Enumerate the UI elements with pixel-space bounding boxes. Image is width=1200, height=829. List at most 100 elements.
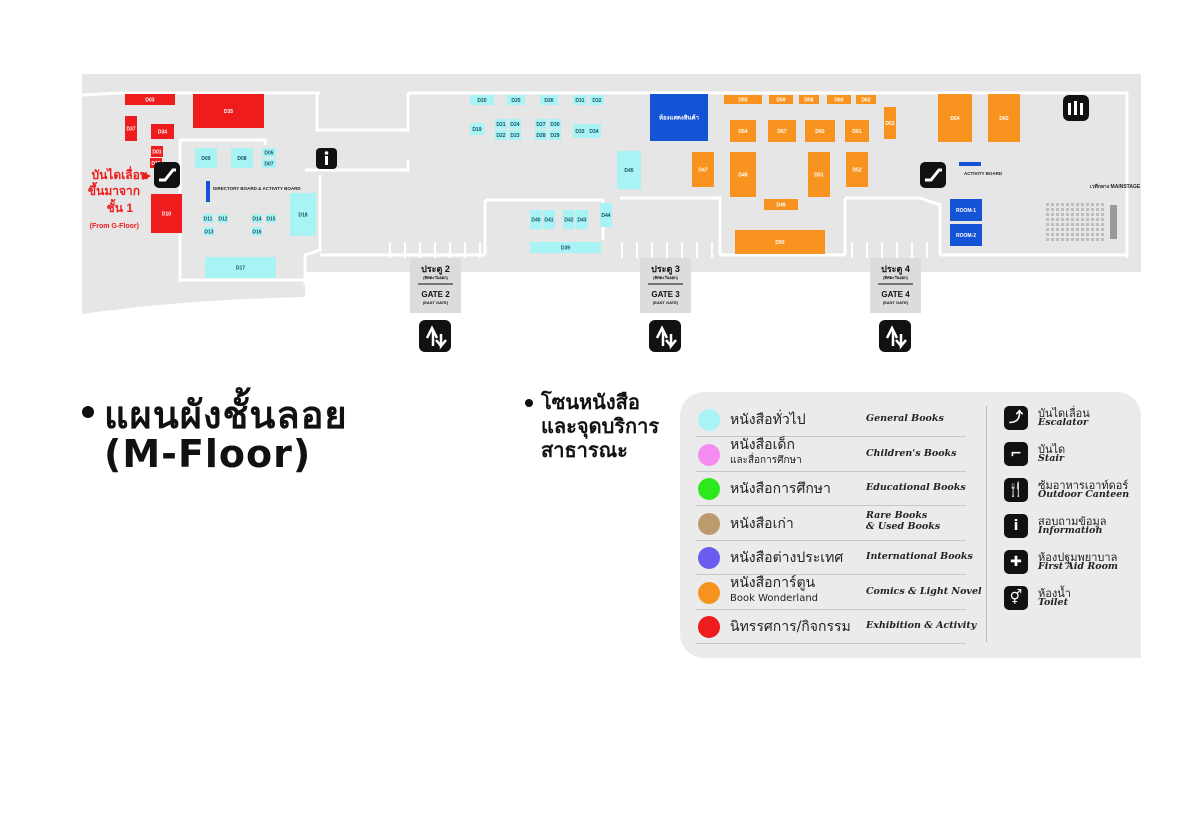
booth-d42[interactable]: D42 [563, 210, 575, 229]
booth-room-2[interactable]: ROOM-2 [950, 224, 982, 246]
booth-shape [193, 94, 264, 128]
activity-board-label: ACTIVITY BOARD [964, 171, 1003, 176]
legend-thai: หนังสือเด็กและสื่อการศึกษา [730, 436, 802, 466]
booth-d10[interactable]: D10 [151, 194, 182, 233]
legend-thai: หนังสือทั่วไป [730, 412, 806, 428]
booth-d01[interactable]: D01 [151, 146, 163, 157]
booth-d18[interactable]: D18 [290, 193, 316, 236]
booth-d37[interactable]: D37 [125, 116, 137, 141]
booth-shape [535, 130, 547, 140]
seat [1061, 233, 1064, 236]
booth-d15[interactable]: D15 [266, 214, 276, 223]
service-english: Stair [1038, 453, 1065, 464]
booth-d55[interactable]: D55 [724, 95, 762, 104]
escalator-icon[interactable] [920, 162, 946, 188]
booth-d60[interactable]: D60 [827, 95, 851, 104]
booth-d40[interactable]: D40 [530, 210, 542, 229]
booth-d48[interactable]: D48 [730, 152, 756, 197]
booth-label: D50 [775, 240, 784, 246]
booth-d30[interactable]: D30 [549, 119, 561, 129]
booth-d43[interactable]: D43 [576, 210, 588, 229]
booth-ห้องแสดงสินค้า[interactable]: ห้องแสดงสินค้า [650, 94, 708, 141]
escalator-note-line4: (From G-Floor) [90, 223, 139, 230]
booth-d64[interactable]: D64 [938, 94, 972, 142]
seat [1086, 238, 1089, 241]
booth-d12[interactable]: D12 [218, 214, 228, 223]
booth-d19[interactable]: D19 [470, 123, 484, 135]
seat [1081, 233, 1084, 236]
booth-d03[interactable]: D03 [125, 94, 175, 105]
seat [1071, 208, 1074, 211]
booth-d54[interactable]: D54 [730, 120, 756, 142]
booth-d62[interactable]: D62 [856, 95, 876, 104]
escalator-icon[interactable] [154, 162, 180, 188]
booth-d52[interactable]: D52 [846, 152, 868, 187]
booth-d16[interactable]: D16 [252, 227, 262, 236]
booth-d23[interactable]: D23 [509, 130, 521, 140]
booth-d45[interactable]: D45 [617, 151, 641, 189]
booth-d65[interactable]: D65 [988, 94, 1020, 142]
booth-room-1[interactable]: ROOM-1 [950, 199, 982, 221]
booth-d08[interactable]: D08 [231, 148, 253, 168]
information-icon[interactable] [316, 148, 337, 169]
booth-d22[interactable]: D22 [495, 130, 507, 140]
legend-thai: หนังสือต่างประเทศ [730, 550, 844, 566]
stair-icon[interactable] [879, 320, 911, 352]
service-english: Toilet [1038, 597, 1068, 608]
booth-d21[interactable]: D21 [495, 119, 507, 129]
booth-d49[interactable]: D49 [764, 199, 798, 210]
booth-shape [252, 227, 262, 236]
booth-d28[interactable]: D28 [535, 130, 547, 140]
booth-d11[interactable]: D11 [203, 214, 213, 223]
mainstage-label: เวทีกลาง MAINSTAGE [1090, 183, 1141, 190]
booth-d13[interactable]: D13 [204, 227, 214, 236]
booth-d59[interactable]: D59 [769, 95, 793, 104]
booth-d61[interactable]: D61 [845, 120, 869, 142]
seat [1076, 208, 1079, 211]
booth-d05[interactable]: D05 [262, 148, 276, 157]
booth-d27[interactable]: D27 [535, 119, 547, 129]
service-thai: บันไดเลื่อน [1038, 407, 1090, 420]
booth-d35[interactable]: D35 [193, 94, 264, 128]
gate-2[interactable]: ประตู 2(ทิศตะวันออก)GATE 2(EAST GATE) [410, 258, 461, 313]
booth-d39[interactable]: D39 [530, 242, 601, 253]
booth-d51[interactable]: D51 [808, 152, 830, 197]
booth-d14[interactable]: D14 [252, 214, 262, 223]
booth-d47[interactable]: D47 [692, 152, 714, 187]
stair-icon[interactable] [419, 320, 451, 352]
seat [1081, 228, 1084, 231]
booth-d34[interactable]: D34 [151, 124, 174, 139]
booth-d50[interactable]: D50 [735, 230, 825, 254]
booth-d25[interactable]: D25 [507, 95, 525, 105]
booth-d20[interactable]: D20 [470, 95, 494, 105]
seat [1046, 203, 1049, 206]
booth-d33[interactable]: D33 [573, 124, 587, 138]
booth-shape [195, 148, 217, 168]
booth-d17[interactable]: D17 [205, 257, 276, 278]
booth-d31[interactable]: D31 [573, 95, 587, 105]
gate-3[interactable]: ประตู 3(ทิศตะวันออก)GATE 3(EAST GATE) [640, 258, 691, 313]
stair-icon[interactable] [649, 320, 681, 352]
plan-title-thai: แผนผังชั้นลอย [104, 393, 348, 437]
booth-d24[interactable]: D24 [509, 119, 521, 129]
booth-d53[interactable]: D53 [884, 107, 896, 139]
seat [1056, 233, 1059, 236]
booth-d32[interactable]: D32 [590, 95, 604, 105]
toilet-icon[interactable] [1063, 95, 1089, 121]
booth-d57[interactable]: D57 [768, 120, 796, 142]
booth-d34[interactable]: D34 [587, 124, 601, 138]
booth-d29[interactable]: D29 [549, 130, 561, 140]
booth-d60[interactable]: D60 [805, 120, 835, 142]
booth-label: D17 [236, 266, 245, 272]
booth-d58[interactable]: D58 [799, 95, 819, 104]
booth-d26[interactable]: D26 [540, 95, 558, 105]
booth-d44[interactable]: D44 [600, 203, 612, 227]
booth-d09[interactable]: D09 [195, 148, 217, 168]
booth-d07[interactable]: D07 [262, 159, 276, 168]
booth-d41[interactable]: D41 [543, 210, 555, 229]
booth-label: D58 [804, 98, 813, 104]
booth-label: D57 [777, 129, 786, 135]
booth-shape [950, 199, 982, 221]
gate-4[interactable]: ประตู 4(ทิศตะวันออก)GATE 4(EAST GATE) [870, 258, 921, 313]
